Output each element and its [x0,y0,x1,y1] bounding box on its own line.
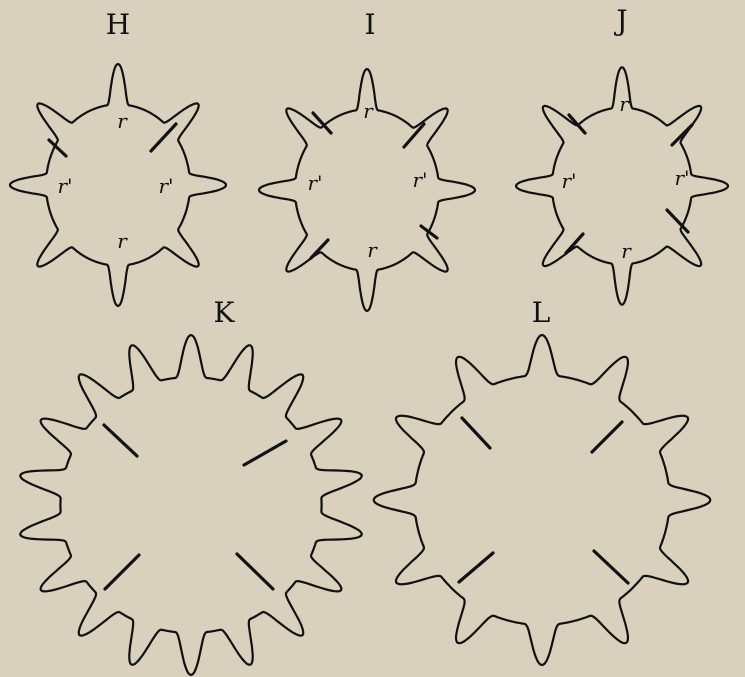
suture-i-4 [421,226,437,238]
panel-j: J r r' r' r [516,4,728,305]
suture-l-3 [459,553,493,582]
panel-label-j: J [613,4,627,37]
suture-k-2 [244,441,286,465]
region-label-j-top: r [619,92,630,116]
outline-l [374,335,711,665]
region-label-j-left: r' [561,169,576,193]
suture-j-2 [672,125,692,145]
panel-i: I r r' r' r [259,8,475,311]
panel-k: K [20,296,362,675]
panel-label-h: H [106,8,130,41]
suture-l-4 [594,551,628,583]
suture-k-3 [105,555,139,589]
panel-label-k: K [214,296,236,329]
outline-h [10,64,226,306]
suture-h-2 [151,124,176,151]
region-label-h-right: r' [158,174,173,198]
region-label-i-bottom: r [367,238,378,262]
panel-label-l: L [532,296,551,329]
region-label-i-right: r' [412,168,427,192]
region-label-h-bottom: r [117,229,128,253]
region-label-j-right: r' [674,166,689,190]
region-label-h-top: r [117,109,128,133]
suture-j-1 [569,115,585,133]
panel-l: L [374,296,711,665]
region-label-h-left: r' [57,174,72,198]
suture-l-1 [462,418,490,448]
panel-h: H r r' r' r [10,8,226,306]
region-label-i-top: r [363,99,374,123]
suture-k-1 [104,425,137,456]
suture-k-4 [237,554,273,589]
panel-label-i: I [364,8,375,41]
region-label-j-bottom: r [621,239,632,263]
outline-k [20,335,362,675]
suture-l-2 [592,422,622,452]
region-label-i-left: r' [307,171,322,195]
